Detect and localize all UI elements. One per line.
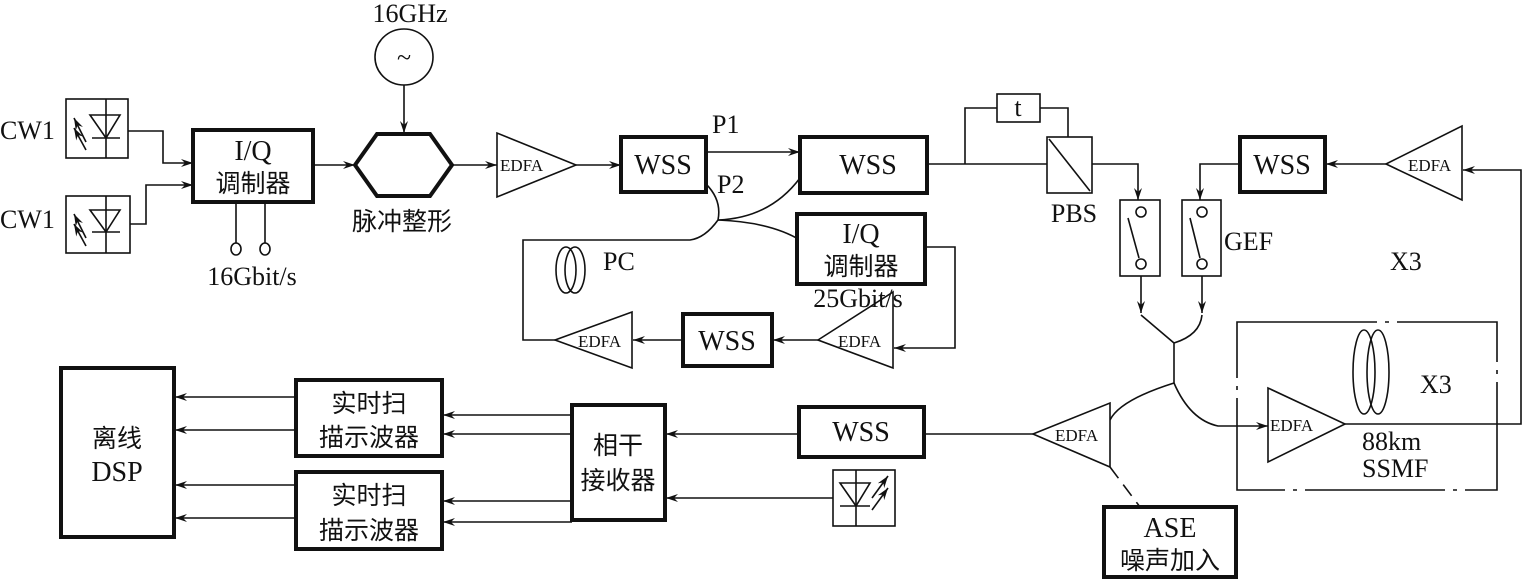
pulse-shaper xyxy=(352,132,455,198)
iq-modulator-1: I/Q 调制器 xyxy=(191,128,315,204)
svg-text:离线: 离线 xyxy=(92,424,142,453)
svg-text:调制器: 调制器 xyxy=(823,252,898,281)
edfa-2: EDFA xyxy=(552,310,633,370)
pbs-label: PBS xyxy=(1051,199,1097,228)
pulse-shaping-label: 脉冲整形 xyxy=(352,207,452,236)
rate-16g-label: 16Gbit/s xyxy=(207,262,297,291)
svg-text:ASE: ASE xyxy=(1144,513,1197,544)
wss-2: WSS xyxy=(798,135,929,195)
wss-3: WSS xyxy=(681,312,774,368)
svg-text:t: t xyxy=(1014,93,1022,122)
p2-label: P2 xyxy=(717,170,744,199)
svg-text:EDFA: EDFA xyxy=(500,156,544,175)
rf-input-port xyxy=(230,242,242,256)
svg-text:EDFA: EDFA xyxy=(578,332,622,351)
svg-text:相干: 相干 xyxy=(593,431,643,460)
optical-switch-icon xyxy=(1181,199,1222,277)
edfa-3: EDFA xyxy=(816,290,894,370)
svg-text:EDFA: EDFA xyxy=(1270,416,1314,435)
svg-text:实时扫: 实时扫 xyxy=(331,389,406,418)
svg-text:WSS: WSS xyxy=(832,417,890,448)
wss-1: WSS xyxy=(619,135,708,194)
svg-text:实时扫: 实时扫 xyxy=(331,481,406,510)
oscillator-icon: ~ xyxy=(374,28,434,86)
svg-text:WSS: WSS xyxy=(839,150,897,181)
svg-text:描示波器: 描示波器 xyxy=(319,516,419,545)
ase-noise-source: ASE 噪声加入 xyxy=(1102,505,1238,579)
loop-x3-label: X3 xyxy=(1390,247,1422,276)
laser-diode-icon xyxy=(65,195,131,254)
svg-text:WSS: WSS xyxy=(1253,150,1311,181)
fiber-spool-icon xyxy=(1352,329,1390,415)
offline-dsp: 离线 DSP xyxy=(59,366,176,539)
pc-label: PC xyxy=(603,247,635,276)
svg-text:WSS: WSS xyxy=(634,150,692,181)
optical-switch-icon xyxy=(1119,199,1161,277)
fiber-length-label: 88km xyxy=(1362,427,1421,456)
wss-5: WSS xyxy=(797,405,926,459)
laser-diode-icon xyxy=(65,98,129,159)
svg-text:DSP: DSP xyxy=(91,457,142,488)
span-loop-box xyxy=(1236,321,1498,491)
svg-text:~: ~ xyxy=(397,43,411,72)
cw1-bottom-label: CW1 xyxy=(0,205,55,234)
svg-text:调制器: 调制器 xyxy=(215,169,290,198)
rate-25g-label: 25Gbit/s xyxy=(813,284,903,313)
svg-text:I/Q: I/Q xyxy=(842,219,879,250)
delay-line: t xyxy=(996,93,1041,123)
svg-text:噪声加入: 噪声加入 xyxy=(1120,546,1220,575)
iq-modulator-2: I/Q 调制器 xyxy=(795,212,927,286)
edfa-4: EDFA xyxy=(1384,124,1463,202)
svg-text:EDFA: EDFA xyxy=(1408,156,1452,175)
wss-4: WSS xyxy=(1238,135,1327,194)
pbs xyxy=(1046,136,1093,194)
edfa-5: EDFA xyxy=(1030,401,1111,469)
svg-text:接收器: 接收器 xyxy=(580,466,655,495)
cw1-top-label: CW1 xyxy=(0,116,55,145)
span-x3-label: X3 xyxy=(1420,370,1452,399)
oscilloscope-1: 实时扫 描示波器 xyxy=(294,378,444,458)
svg-text:I/Q: I/Q xyxy=(234,136,271,167)
edfa-1: EDFA xyxy=(496,131,579,199)
fiber-type-label: SSMF xyxy=(1362,454,1429,483)
coherent-receiver: 相干 接收器 xyxy=(570,403,667,522)
polarization-controller-icon xyxy=(555,246,586,294)
clock-label: 16GHz xyxy=(372,0,447,28)
edfa-6: EDFA xyxy=(1267,386,1347,464)
laser-diode-icon xyxy=(832,469,896,527)
svg-text:EDFA: EDFA xyxy=(838,332,882,351)
svg-text:描示波器: 描示波器 xyxy=(319,423,419,452)
svg-text:WSS: WSS xyxy=(698,326,756,357)
svg-text:EDFA: EDFA xyxy=(1055,426,1099,445)
gef-label: GEF xyxy=(1224,227,1273,256)
oscilloscope-2: 实时扫 描示波器 xyxy=(294,470,444,551)
rf-input-port xyxy=(259,242,271,256)
p1-label: P1 xyxy=(712,110,739,139)
